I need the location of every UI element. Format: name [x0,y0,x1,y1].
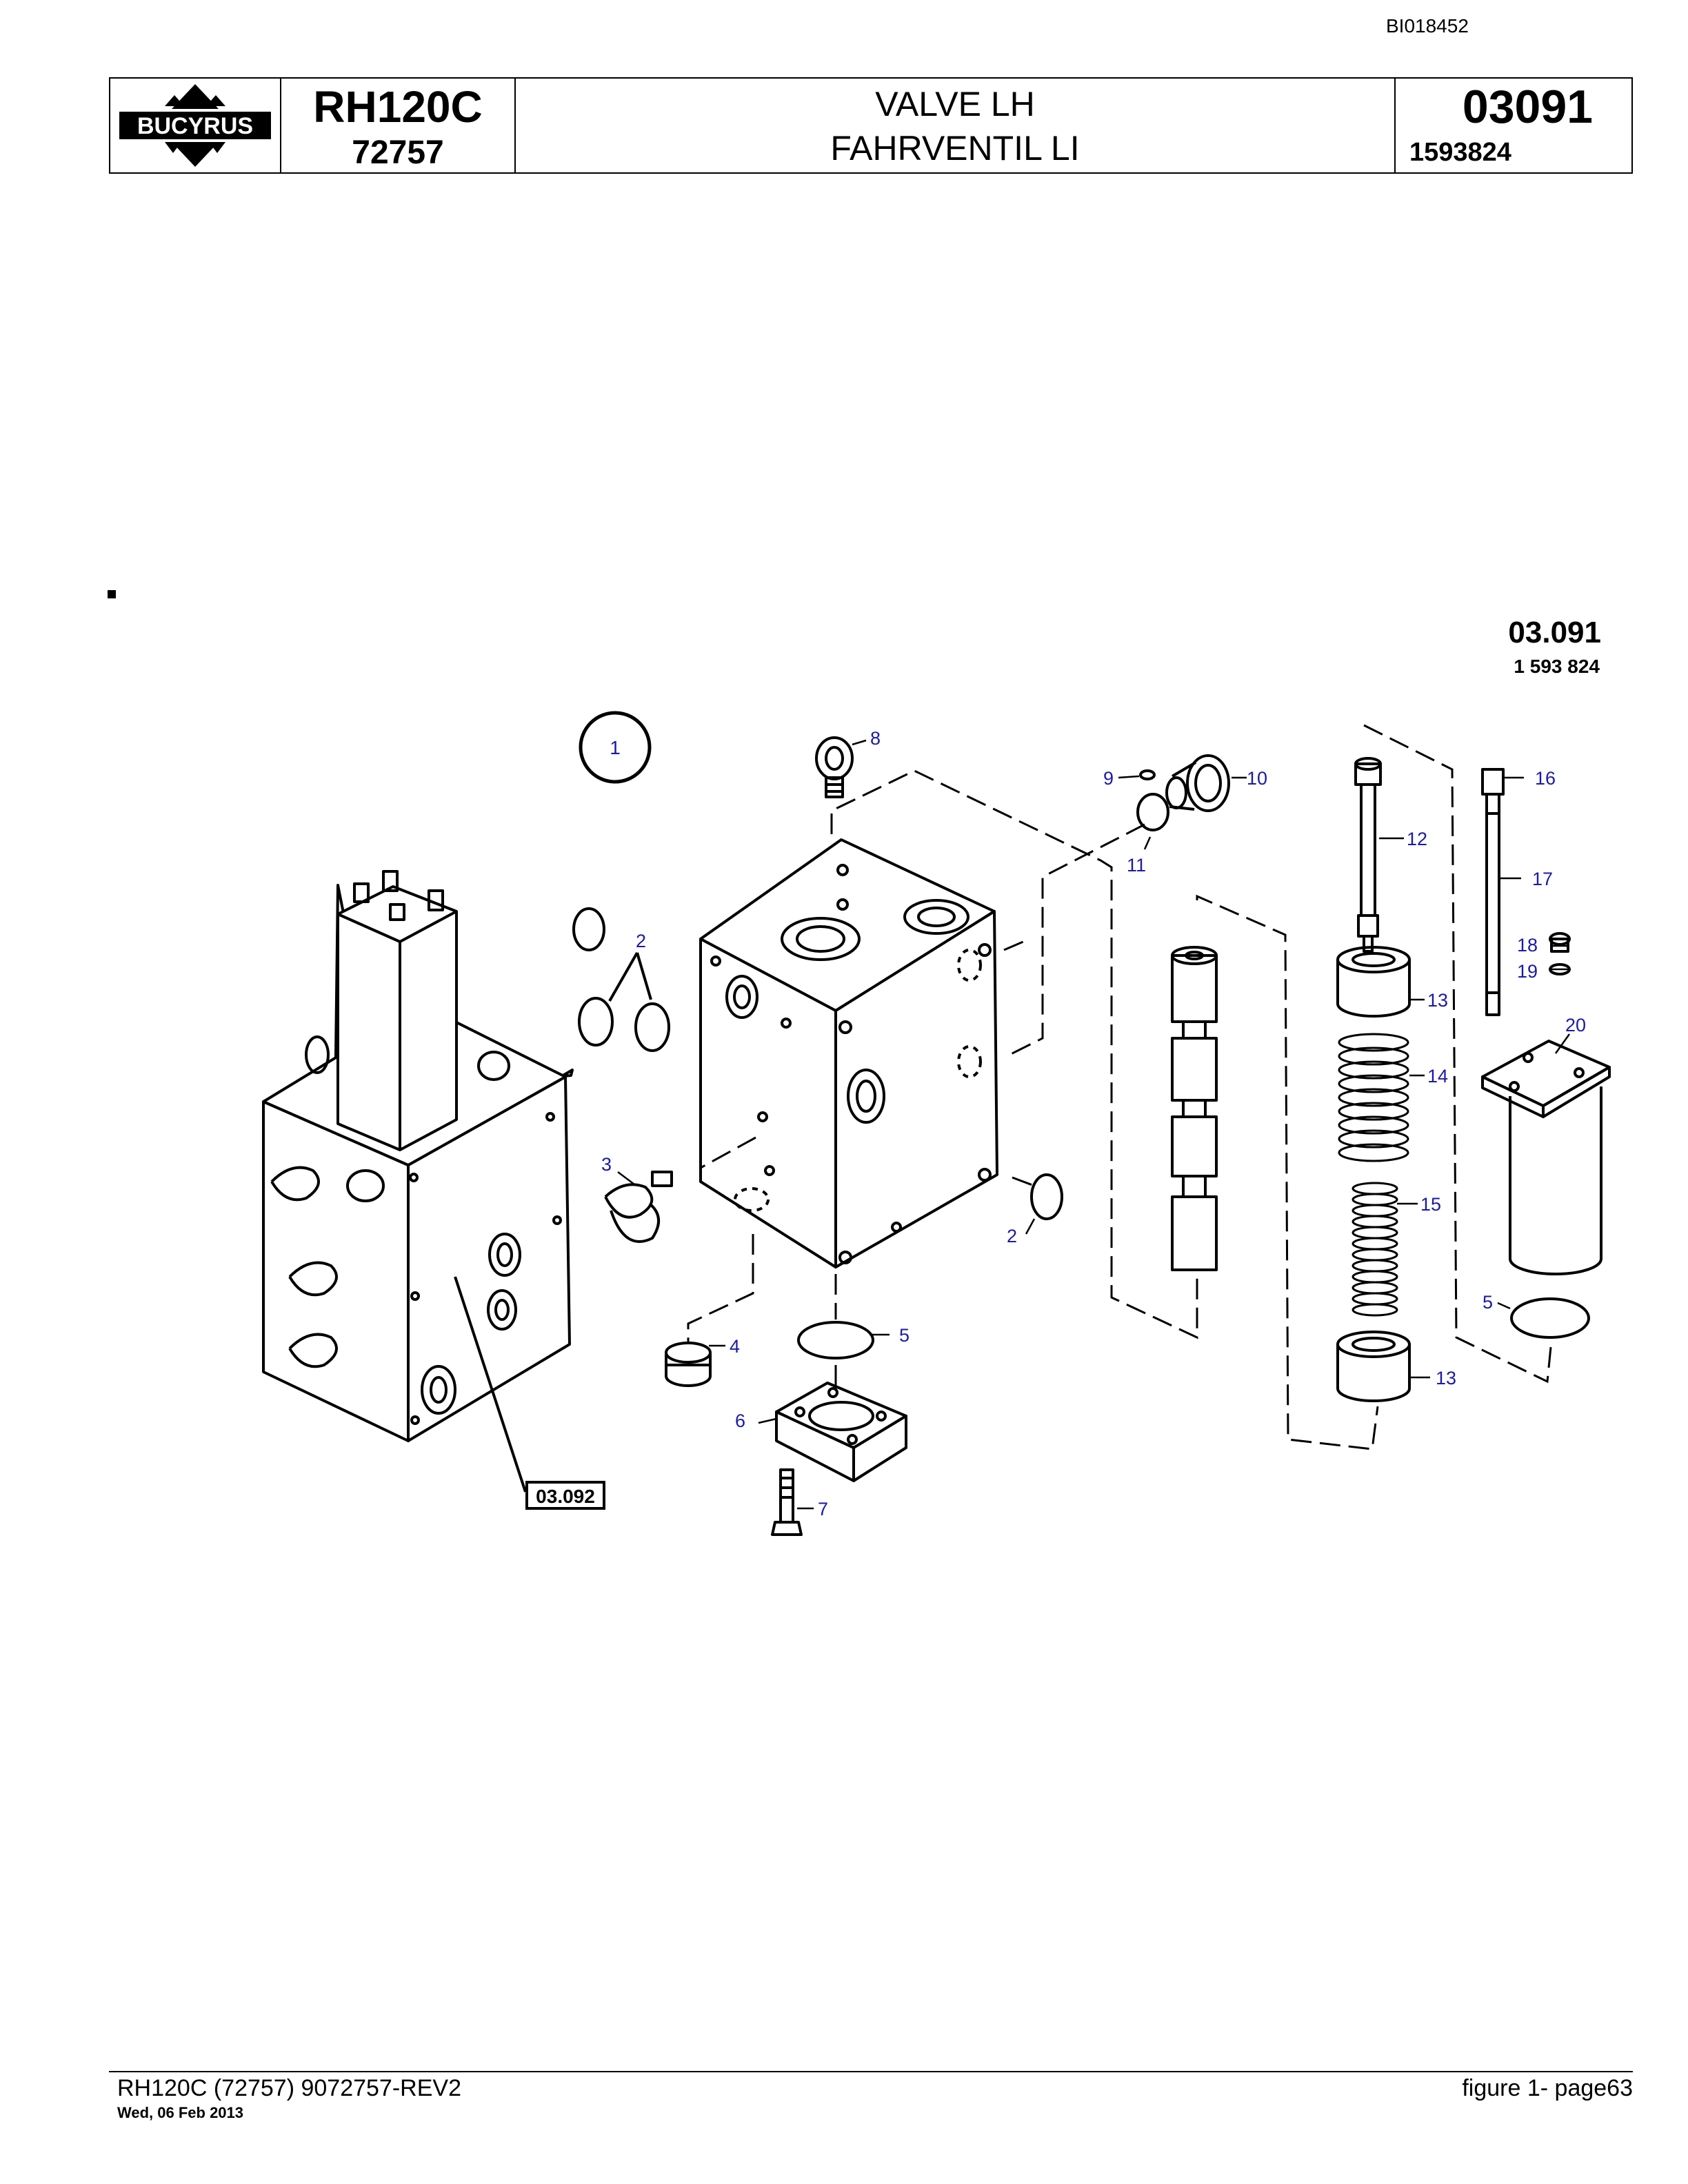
callout-14: 14 [1427,1066,1448,1086]
callout-19: 19 [1517,961,1538,982]
title-cell: VALVE LH FAHRVENTIL LI [516,79,1396,172]
callout-5a: 5 [899,1325,910,1346]
callout-10: 10 [1247,768,1267,789]
footer-date: Wed, 06 Feb 2013 [117,2104,244,2121]
callout-12: 12 [1407,829,1427,849]
part-label: 1 593 824 [1514,656,1600,677]
cover-20 [1481,1040,1611,1275]
spring-seat-13a [1336,946,1411,1018]
seal-5b [1510,1297,1590,1339]
left-valve-assembly [262,870,574,1493]
screw-18 [1549,932,1571,953]
reference-box [525,1481,605,1510]
title-english: VALVE LH [875,85,1035,123]
footer-rule [109,2071,1633,2072]
callout-20: 20 [1565,1015,1586,1035]
callout-5b: 5 [1483,1292,1493,1313]
o-ring-2c [634,1002,670,1052]
bucyrus-logo: BUCYRUS [119,84,271,167]
flange-6 [775,1382,907,1482]
title-german: FAHRVENTIL LI [830,129,1080,168]
assembly-circle-1 [579,711,652,784]
stud-17 [1485,793,1500,1016]
o-ring-2d [1030,1173,1063,1220]
document-id: BI018452 [1386,15,1469,37]
number-cell: 03091 1593824 [1396,79,1631,172]
callout-13b: 13 [1436,1368,1456,1388]
bolt-7 [771,1468,803,1536]
part-number: 1593824 [1409,138,1511,167]
footer-document-ref: RH120C (72757) 9072757-REV2 [117,2075,461,2101]
serial-number: 72757 [352,134,444,171]
callout-6: 6 [735,1410,745,1431]
bullet-mark [108,590,116,598]
group-number: 03091 [1462,81,1593,133]
callout-16: 16 [1535,768,1556,789]
reference-box-label: 03.092 [536,1486,595,1507]
spring-15 [1352,1182,1398,1317]
callout-11: 11 [1127,855,1146,876]
spring-14 [1338,1033,1409,1162]
rod-12 [1354,757,1382,953]
o-ring-2a [572,907,605,951]
nut-16 [1481,768,1505,796]
seal-5a [797,1321,874,1359]
callout-2a: 2 [636,931,646,951]
logo-text: BUCYRUS [137,113,253,139]
eye-bolt-8 [815,736,854,798]
callout-2b: 2 [1007,1226,1017,1246]
spring-seat-13b [1336,1331,1411,1402]
plug-4 [665,1342,712,1387]
ring-11 [1136,793,1169,831]
group-label: 03.091 [1508,616,1601,649]
callout-3: 3 [601,1154,612,1175]
callout-18: 18 [1517,935,1538,956]
spool [1171,946,1218,1271]
plug-10 [1165,754,1230,812]
callout-4: 4 [730,1336,740,1357]
callout-7: 7 [818,1499,828,1519]
callout-15: 15 [1420,1194,1441,1215]
key-9 [1139,769,1156,780]
title-block: BUCYRUS RH120C 72757 VALVE LH FAHRVENTIL… [109,77,1633,174]
model-name: RH120C [313,82,483,132]
o-ring-2b [578,997,614,1046]
callout-13a: 13 [1427,990,1448,1011]
fitting-3 [604,1171,673,1243]
logo-cell: BUCYRUS [110,79,281,172]
model-cell: RH120C 72757 [281,79,516,172]
callout-8: 8 [870,728,881,749]
center-valve-block [699,838,998,1268]
callout-9: 9 [1103,768,1114,789]
callout-17: 17 [1532,869,1553,889]
circle-label: 1 [610,737,621,758]
footer-page-ref: figure 1- page63 [1462,2075,1633,2101]
